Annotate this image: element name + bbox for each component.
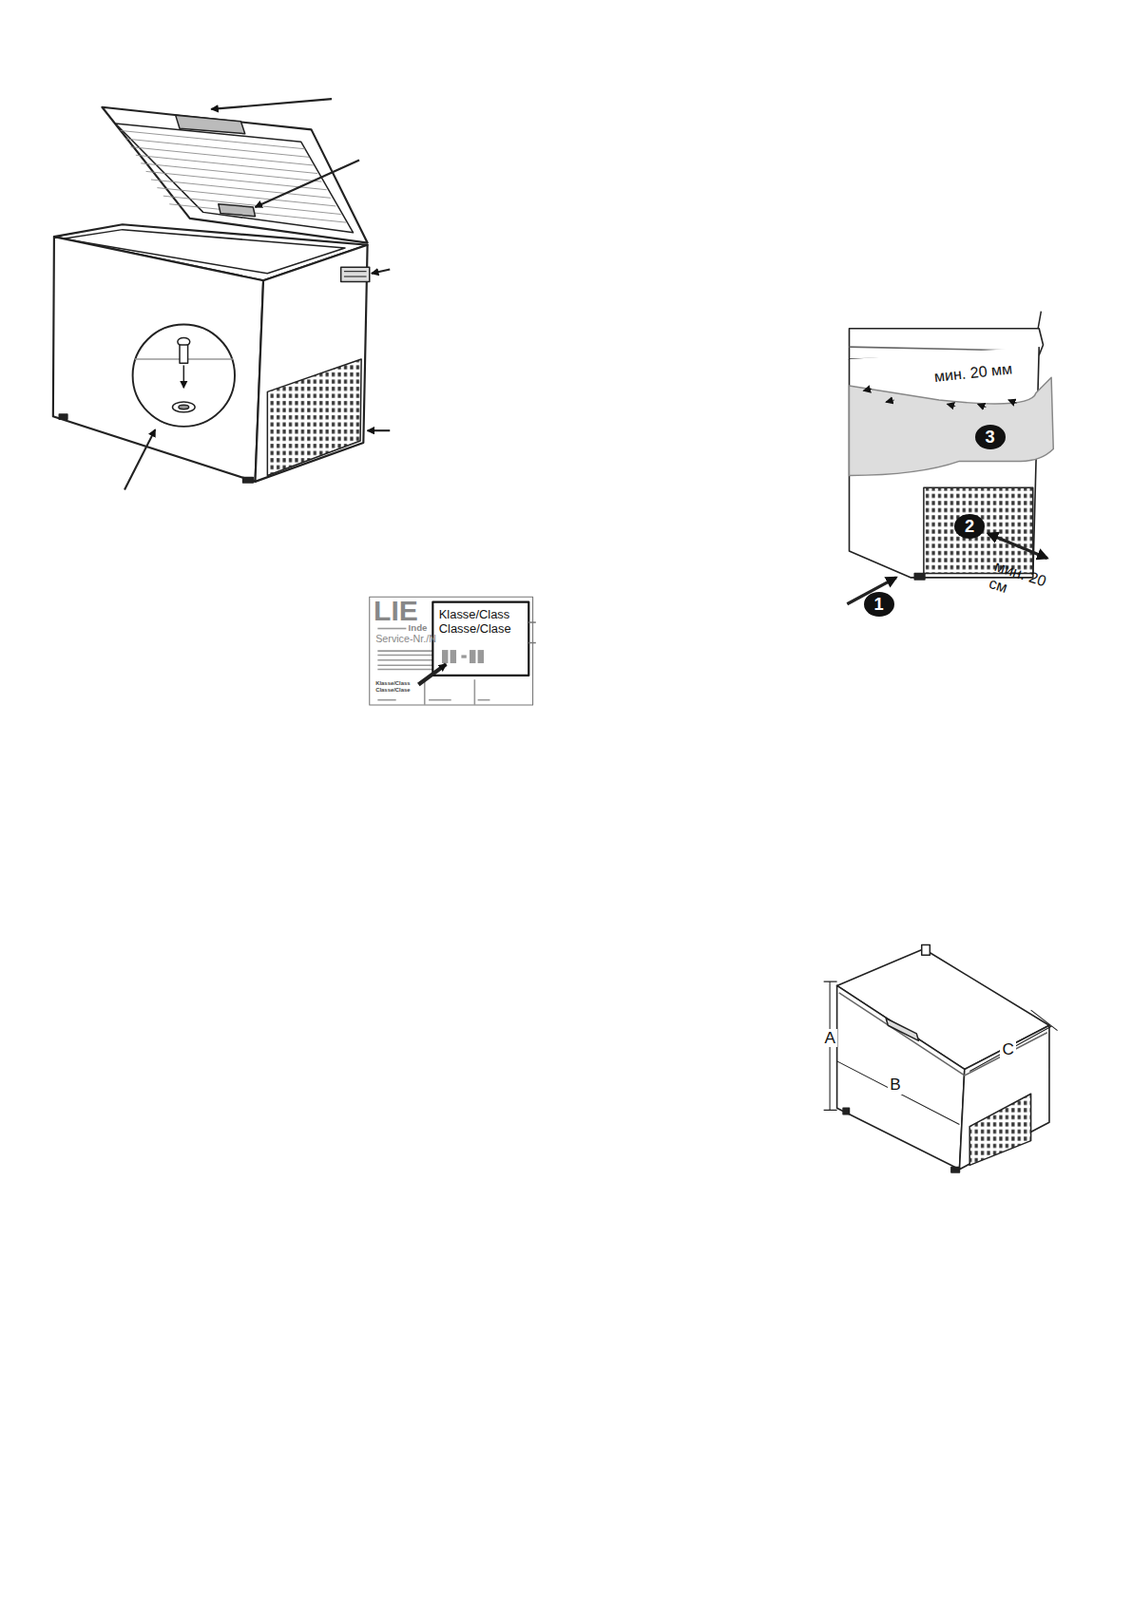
plate-text: Inde [408,622,428,634]
class-label: Klasse/Class Classe/Clase [439,608,523,637]
callout-number: 1 [863,592,895,617]
callout-number: 3 [975,424,1006,450]
clearance-dimension: мин. 20 см [987,556,1050,607]
dimension-label: C [999,1040,1016,1060]
dimension-label: B [887,1075,902,1095]
plate-text: Service-Nr./N [375,633,437,645]
dimension-view [824,944,1058,1172]
open-freezer [53,98,390,490]
dimension-label: A [823,1029,838,1049]
clearance-view [846,311,1054,605]
callout-number: 2 [954,514,985,539]
class-label: Klasse/Class Classe/Clase [375,680,406,694]
